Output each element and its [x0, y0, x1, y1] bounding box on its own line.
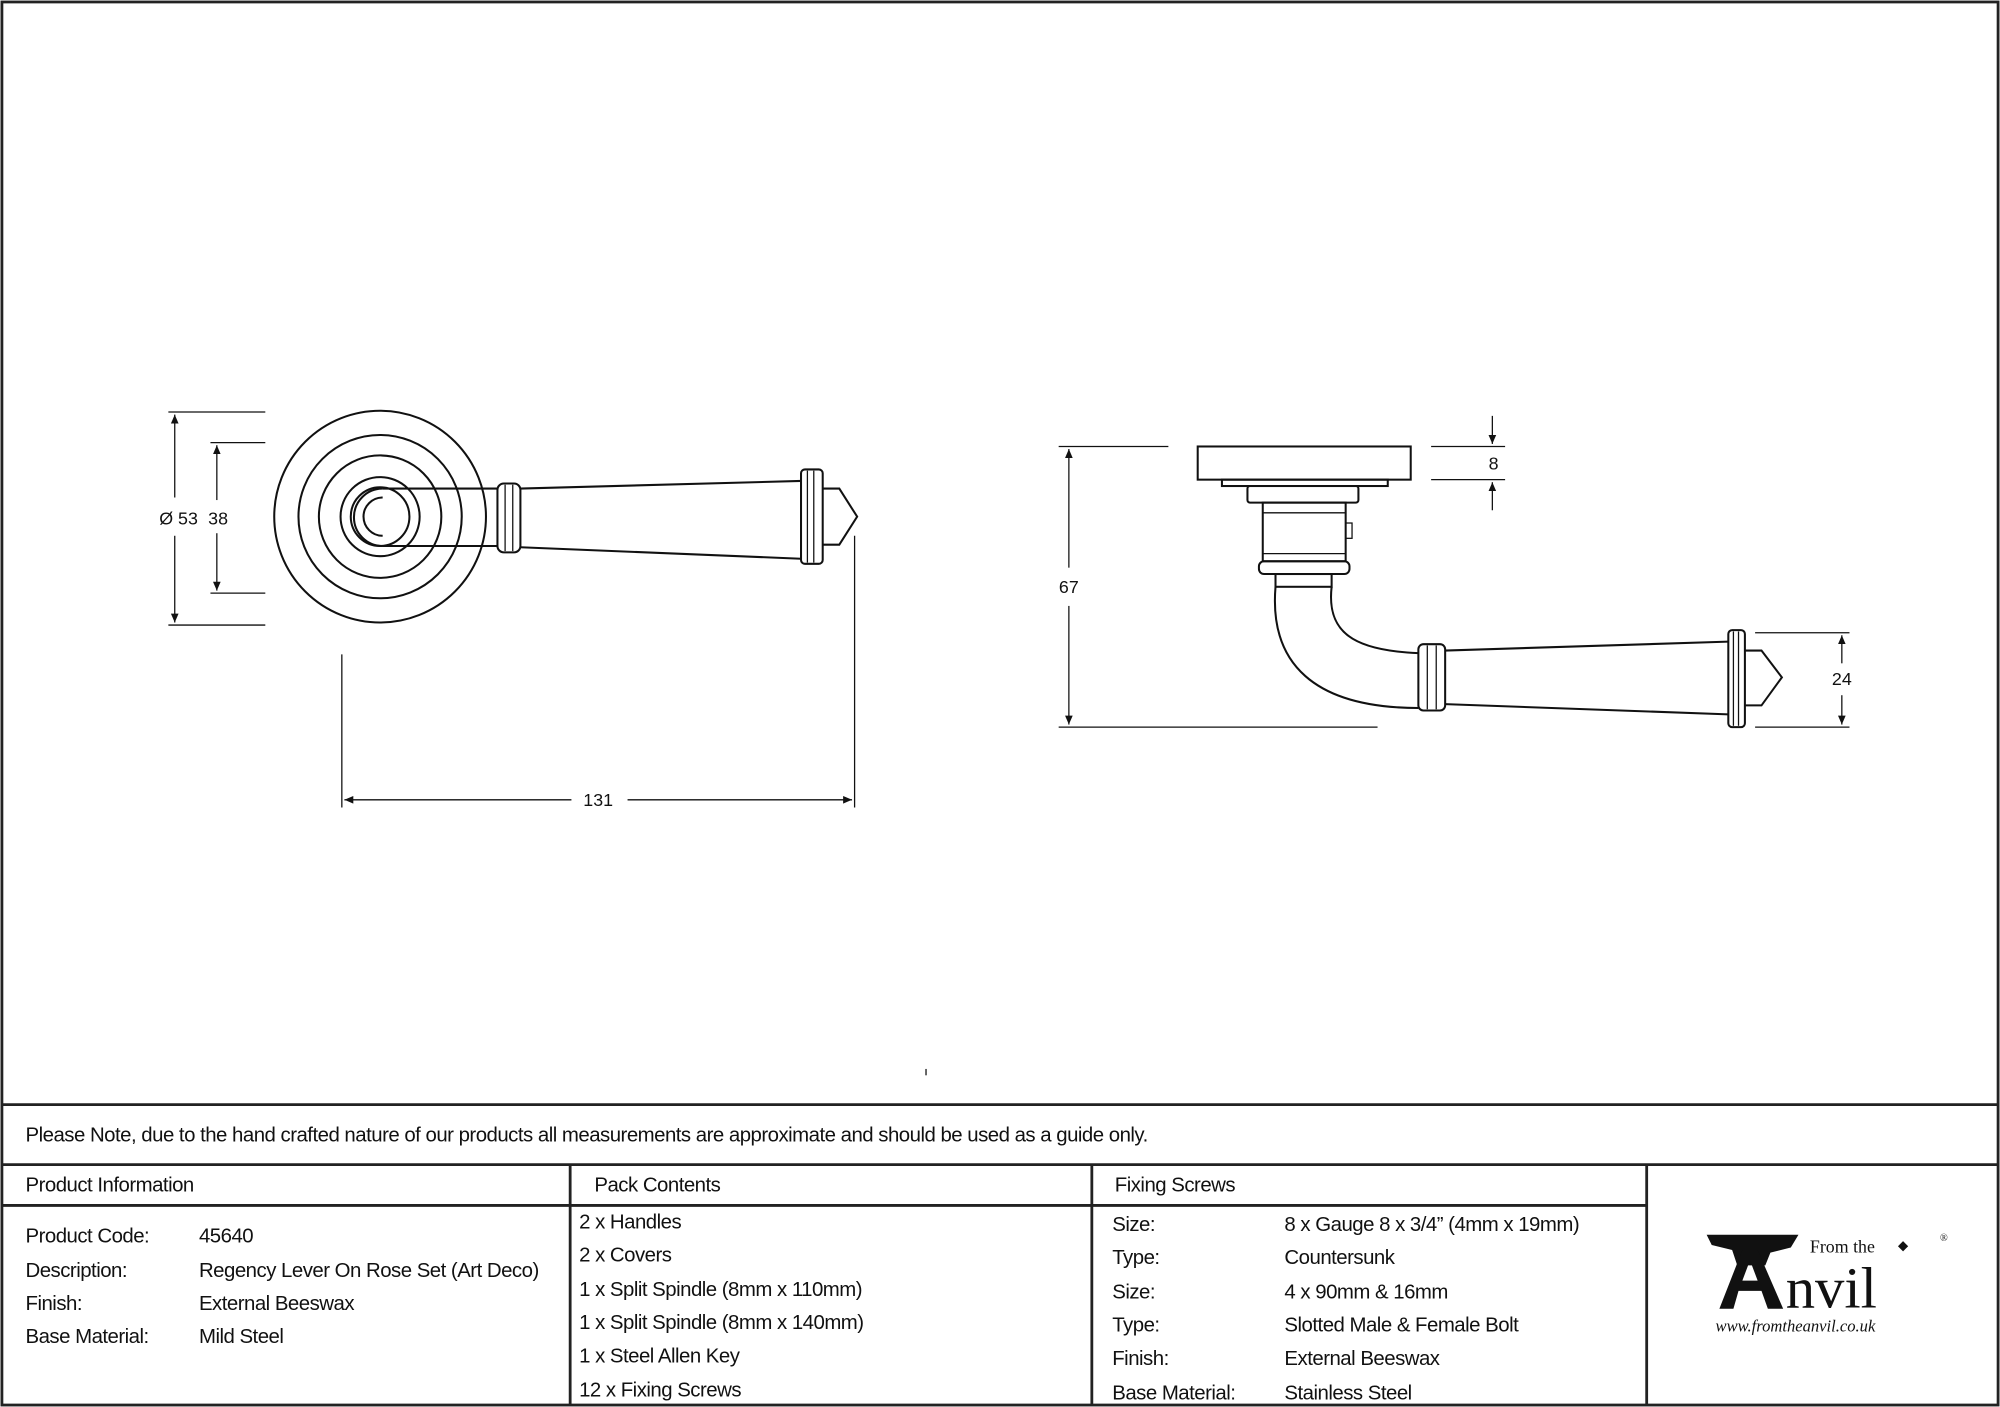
pack-item: 1 x Steel Allen Key [579, 1345, 741, 1367]
screw-value: External Beeswax [1284, 1348, 1439, 1370]
info-table: Please Note, due to the hand crafted nat… [1, 1103, 1999, 1405]
from-the-anvil-logo: nvil From the ® www.fromtheanvil.co.uk [1706, 1233, 1948, 1336]
dimension-lever-depth: 24 [1832, 669, 1852, 689]
pack-contents-heading: Pack Contents [594, 1174, 720, 1196]
description-label: Description: [26, 1260, 128, 1282]
screw-value: 4 x 90mm & 16mm [1284, 1282, 1447, 1304]
dimension-rose-thickness: 8 [1489, 453, 1499, 473]
base-material-label: Base Material: [26, 1326, 149, 1348]
product-code-value: 45640 [199, 1225, 253, 1247]
front-view-dimensions: Ø 53 38 131 [159, 411, 856, 810]
screw-value: 8 x Gauge 8 x 3/4” (4mm x 19mm) [1284, 1214, 1579, 1236]
finish-label: Finish: [26, 1293, 83, 1315]
screw-label: Base Material: [1112, 1382, 1235, 1404]
product-information-heading: Product Information [26, 1174, 194, 1196]
screw-label: Type: [1112, 1247, 1159, 1269]
logo-name: nvil [1786, 1255, 1877, 1320]
pack-item: 2 x Handles [579, 1211, 681, 1233]
pack-item: 2 x Covers [579, 1245, 672, 1267]
screw-label: Size: [1112, 1282, 1155, 1304]
screw-label: Type: [1112, 1315, 1159, 1337]
product-code-label: Product Code: [26, 1225, 150, 1247]
measurement-note: Please Note, due to the hand crafted nat… [26, 1125, 1148, 1147]
front-view-drawing [273, 409, 859, 624]
dimension-height: 67 [1059, 577, 1079, 597]
fixing-screws-heading: Fixing Screws [1115, 1174, 1236, 1196]
side-view-drawing [1196, 445, 1784, 729]
pack-item: 12 x Fixing Screws [579, 1380, 741, 1402]
logo-top: From the [1810, 1237, 1875, 1257]
description-value: Regency Lever On Rose Set (Art Deco) [199, 1260, 539, 1282]
base-material-value: Mild Steel [199, 1326, 283, 1348]
pack-item: 1 x Split Spindle (8mm x 110mm) [579, 1279, 862, 1301]
pack-item: 1 x Split Spindle (8mm x 140mm) [579, 1312, 863, 1334]
side-view-dimensions: 67 8 24 [1058, 415, 1852, 728]
screw-value: Countersunk [1284, 1247, 1395, 1269]
dimension-inner-diameter: 38 [208, 508, 228, 528]
dimension-length: 131 [583, 790, 613, 810]
logo-url: www.fromtheanvil.co.uk [1716, 1317, 1876, 1336]
logo-registered: ® [1940, 1233, 1948, 1244]
finish-value: External Beeswax [199, 1293, 354, 1315]
screw-label: Finish: [1112, 1348, 1169, 1370]
dimension-rose-diameter: Ø 53 [159, 508, 198, 528]
screw-value: Stainless Steel [1284, 1382, 1411, 1404]
screw-label: Size: [1112, 1214, 1155, 1236]
screw-value: Slotted Male & Female Bolt [1284, 1315, 1519, 1337]
